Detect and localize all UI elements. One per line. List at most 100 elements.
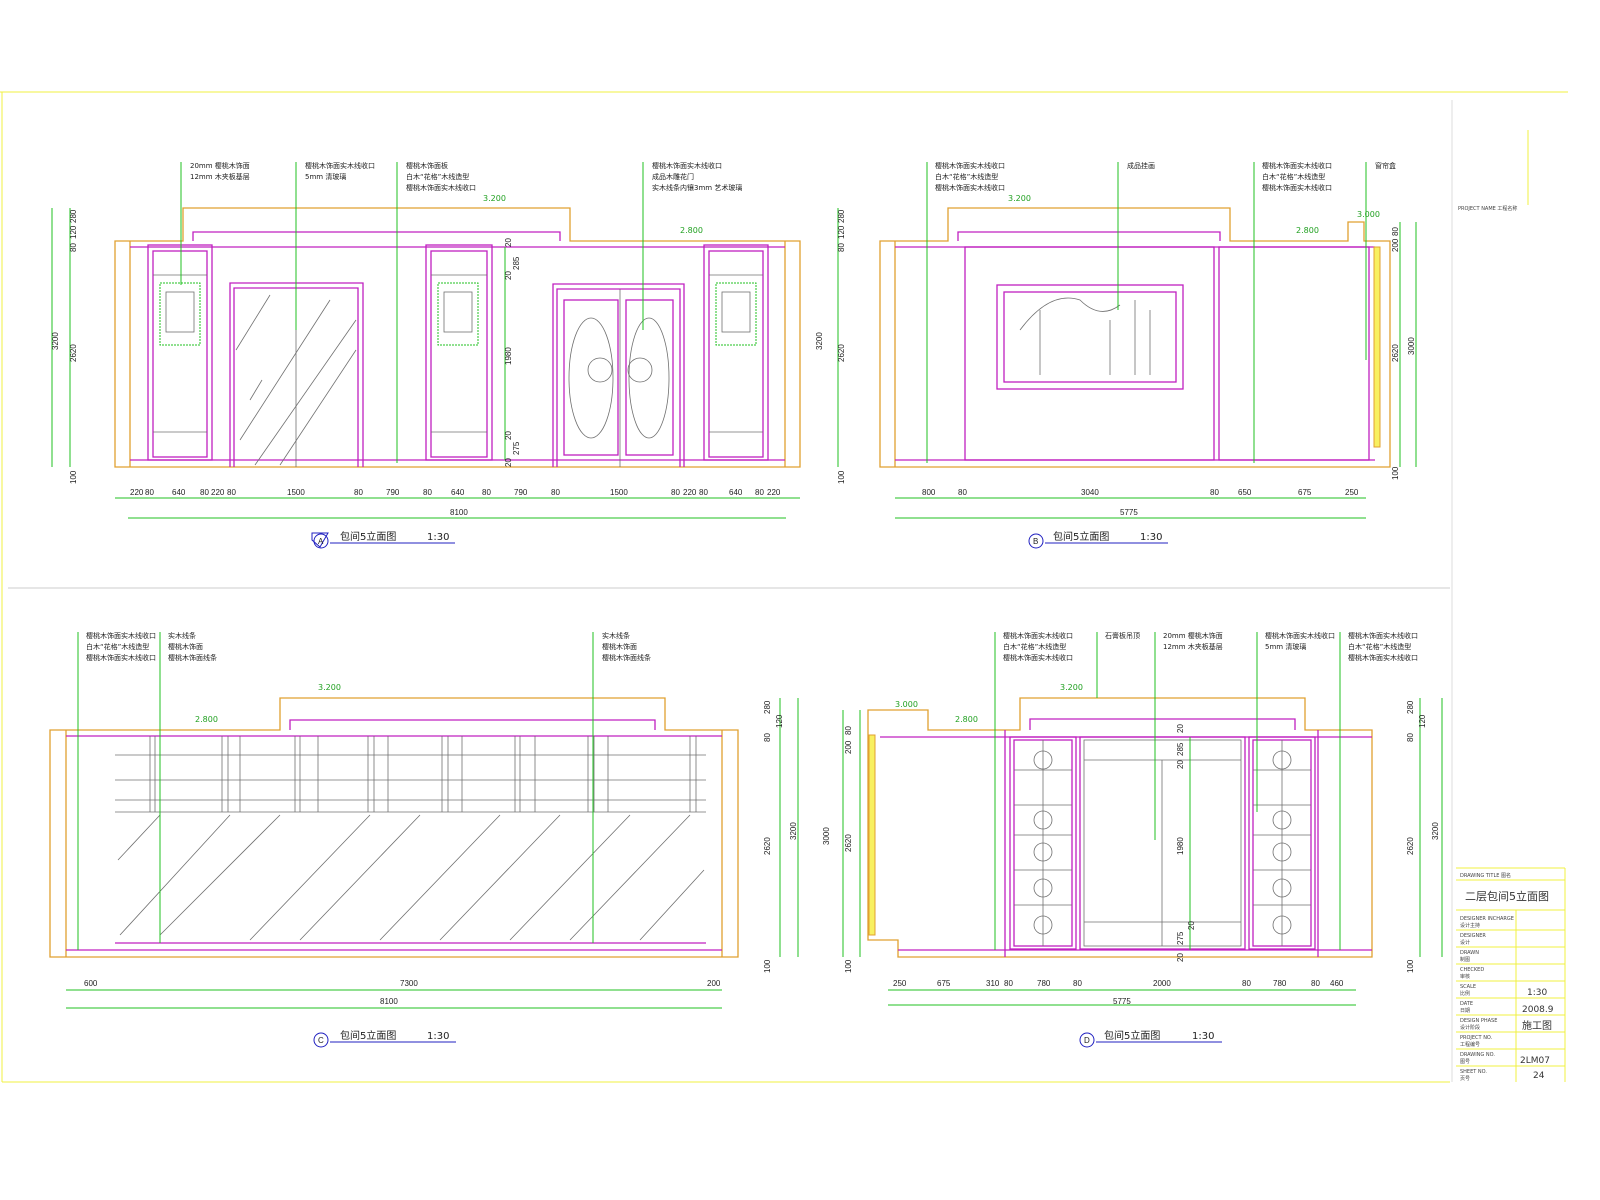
label: SHEET NO. <box>1460 1069 1487 1075</box>
label: 设计阶段 <box>1460 1024 1480 1031</box>
dimension-value: 220 <box>211 488 225 497</box>
dimension-value: 80 <box>1391 227 1400 236</box>
dimension-value: 3000 <box>822 827 831 845</box>
label: 1:30 <box>1527 988 1547 998</box>
dimension-value: 120 <box>775 714 784 728</box>
note: 樱桃木饰面线条 <box>168 653 217 662</box>
dimension-lines-c <box>66 698 799 1009</box>
note: 樱桃木饰面 <box>602 642 637 651</box>
dimension-value: 8100 <box>380 997 398 1006</box>
note: 樱桃木饰面实木线收口 <box>1265 631 1335 640</box>
label: PROJECT NO. <box>1460 1035 1493 1041</box>
label: C <box>318 1036 324 1045</box>
note: 成品挂画 <box>1127 161 1155 170</box>
drawing-title: 二层包间5立面图 <box>1465 889 1549 903</box>
dimension-value: 20 <box>504 271 513 280</box>
label: 包间5立面图 <box>340 1029 396 1042</box>
sliding-panel <box>1079 736 1246 950</box>
note: 樱桃木饰面实木线收口 <box>1262 161 1332 170</box>
dimension-value: 2620 <box>844 834 853 852</box>
elevation-a: 20mm 樱桃木饰面 12mm 木夹板基层 樱桃木饰面实木线收口 5mm 清玻璃… <box>51 161 801 549</box>
level-mark: 3.200 <box>483 194 506 203</box>
dimension-value: 1980 <box>1176 837 1185 855</box>
note: 樱桃木饰面 <box>168 642 203 651</box>
dimension-value: 800 <box>922 488 936 497</box>
dimension-value: 220 <box>767 488 781 497</box>
dimension-value: 80 <box>837 243 846 252</box>
label: 2LM07 <box>1520 1056 1550 1066</box>
note: 白木“花格”木线造型 <box>1003 642 1066 651</box>
dimension-value: 80 <box>482 488 491 497</box>
dimension-value: 650 <box>1238 488 1252 497</box>
note: 白木“花格”木线造型 <box>406 172 469 181</box>
dimensions-vertical-c: 280 120 80 2620 3200 100 <box>763 700 798 973</box>
note: 樱桃木饰面实木线收口 <box>86 653 156 662</box>
dimension-value: 100 <box>763 959 772 973</box>
note: 樱桃木饰面板 <box>406 161 448 170</box>
dimension-value: 280 <box>837 209 846 223</box>
label: 审核 <box>1460 973 1470 980</box>
dimension-lines-a <box>51 208 800 519</box>
label: DRAWING TITLE 图名 <box>1460 872 1511 879</box>
note: 石膏板吊顶 <box>1105 631 1140 640</box>
dimension-value: 20 <box>1176 953 1185 962</box>
dimension-value: 20 <box>504 431 513 440</box>
label: 页号 <box>1460 1076 1470 1082</box>
note: 樱桃木饰面实木线收口 <box>935 183 1005 192</box>
label: 施工图 <box>1522 1019 1552 1032</box>
dimension-value: 250 <box>1345 488 1359 497</box>
dimension-value: 200 <box>844 740 853 754</box>
dimension-value: 790 <box>514 488 528 497</box>
dimension-value: 100 <box>844 959 853 973</box>
label: A <box>318 537 324 546</box>
carved-double-door <box>552 283 685 467</box>
label: D <box>1084 1036 1090 1045</box>
dimension-value: 80 <box>1406 733 1415 742</box>
level-mark: 3.200 <box>1060 683 1083 692</box>
label: 24 <box>1533 1071 1545 1081</box>
note: 5mm 清玻璃 <box>1265 642 1306 651</box>
dimension-value: 80 <box>671 488 680 497</box>
dimension-value: 250 <box>893 979 907 988</box>
label: 1:30 <box>427 532 449 543</box>
dimension-value: 790 <box>386 488 400 497</box>
level-mark: 3.000 <box>895 700 918 709</box>
landscape-painting <box>996 284 1184 390</box>
dimension-value: 20 <box>1176 760 1185 769</box>
dimension-value: 220 <box>683 488 697 497</box>
label: DESIGNER <box>1460 933 1486 939</box>
dimension-value: 80 <box>958 488 967 497</box>
dimension-lines-b <box>837 208 1417 519</box>
leaders-a <box>180 162 644 463</box>
dimension-value: 1980 <box>504 347 513 365</box>
dimension-value: 640 <box>172 488 186 497</box>
dimension-value: 285 <box>1176 742 1185 756</box>
dimensions-vertical-d: 80 200 3000 2620 100 280 120 80 2620 320… <box>822 700 1440 973</box>
label: 包间5立面图 <box>340 530 396 543</box>
label: 2008.9 <box>1522 1005 1554 1015</box>
dimension-value: 200 <box>1391 238 1400 252</box>
dimension-value: 2620 <box>763 837 772 855</box>
dimension-value: 285 <box>512 256 521 270</box>
level-mark: 2.800 <box>1296 226 1319 235</box>
dimension-value: 80 <box>1210 488 1219 497</box>
leaders-b <box>926 162 1367 463</box>
label: DESIGNER INCHARGE <box>1460 916 1514 922</box>
dimension-value: 200 <box>707 979 721 988</box>
label: B <box>1033 537 1038 546</box>
label: DESIGN PHASE <box>1460 1018 1497 1024</box>
dimension-value: 80 <box>69 243 78 252</box>
dimension-value: 2620 <box>1391 344 1400 362</box>
dimension-value: 80 <box>423 488 432 497</box>
dimension-value: 80 <box>755 488 764 497</box>
sheet-frame <box>0 91 1568 1083</box>
dimension-value: 80 <box>1242 979 1251 988</box>
dimension-value: 675 <box>937 979 951 988</box>
label: PROJECT NAME 工程名称 <box>1458 205 1517 212</box>
dimension-value: 5775 <box>1120 508 1138 517</box>
dimension-value: 5775 <box>1113 997 1131 1006</box>
dimensions-vertical-b: 280 120 80 3200 2620 100 80 200 2620 300… <box>815 209 1416 484</box>
